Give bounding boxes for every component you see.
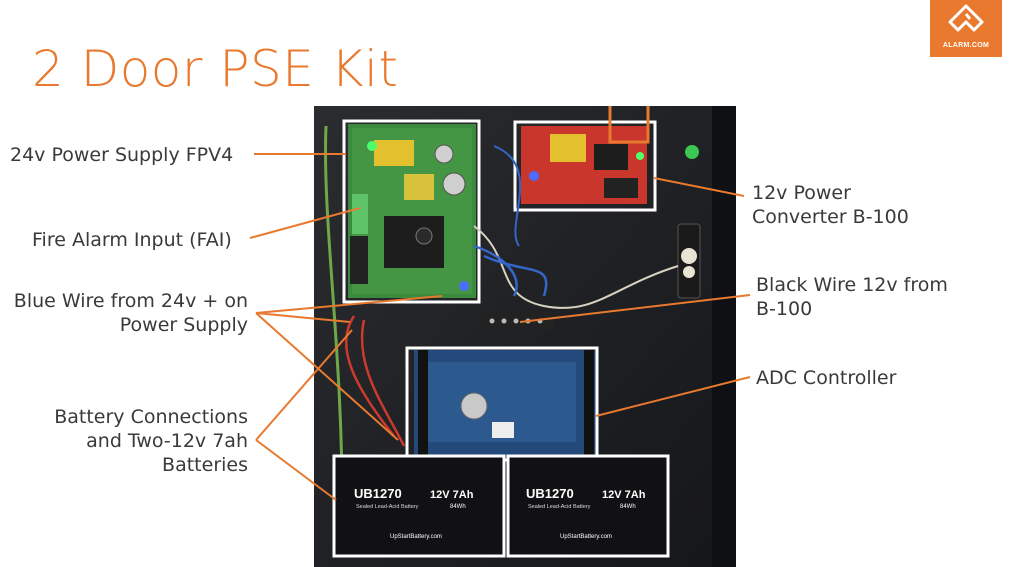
label-black-wire-line2: B-100 — [756, 298, 813, 320]
converter-terminal-highlight — [608, 106, 650, 144]
label-power-converter-line2: Converter B-100 — [752, 206, 909, 228]
label-blue-wire: Blue Wire from 24v + on Power Supply — [4, 289, 248, 337]
converter-highlight — [513, 120, 657, 212]
battery-right-wh: 84Wh — [620, 504, 636, 510]
label-fire-alarm-input: Fire Alarm Input (FAI) — [32, 229, 232, 251]
battery-right-rating: 12V 7Ah — [602, 489, 646, 501]
battery-left-type: Sealed Lead-Acid Battery — [356, 504, 419, 510]
battery-right-type: Sealed Lead-Acid Battery — [528, 504, 591, 510]
battery-left-wh: 84Wh — [450, 504, 466, 510]
power-supply-board — [348, 124, 476, 298]
label-batteries-line2: and Two-12v 7ah — [86, 430, 248, 452]
battery-right-model: UB1270 — [526, 486, 574, 501]
adc-controller-board — [414, 350, 596, 460]
label-black-wire: Black Wire 12v from B-100 — [756, 273, 948, 321]
battery-left-site: UpStartBattery.com — [390, 534, 442, 540]
label-power-converter: 12v Power Converter B-100 — [752, 181, 909, 229]
battery-left: UB1270 12V 7Ah 84Wh Sealed Lead-Acid Bat… — [332, 454, 506, 558]
label-adc-controller: ADC Controller — [756, 367, 897, 389]
label-batteries-line3: Batteries — [162, 454, 248, 476]
label-power-supply: 24v Power Supply FPV4 — [10, 144, 234, 166]
battery-right-site: UpStartBattery.com — [560, 534, 612, 540]
pse-kit-photo: UB1270 12V 7Ah 84Wh Sealed Lead-Acid Bat… — [314, 106, 736, 567]
slide-title: 2 Door PSE Kit — [32, 40, 399, 98]
power-converter-board — [521, 126, 647, 204]
battery-left-rating: 12V 7Ah — [430, 489, 474, 501]
label-power-converter-line1: 12v Power — [752, 182, 851, 204]
battery-right: UB1270 12V 7Ah 84Wh Sealed Lead-Acid Bat… — [506, 454, 670, 558]
logo-wordmark: ALARM.COM — [942, 42, 990, 49]
battery-left-model: UB1270 — [354, 486, 402, 501]
label-blue-wire-line1: Blue Wire from 24v + on — [13, 290, 248, 312]
alarm-com-logo: ALARM.COM — [930, 0, 1002, 57]
label-blue-wire-line2: Power Supply — [119, 314, 248, 336]
label-batteries: Battery Connections and Two-12v 7ah Batt… — [4, 405, 248, 477]
house-icon — [948, 4, 984, 32]
label-batteries-line1: Battery Connections — [54, 406, 248, 428]
label-black-wire-line1: Black Wire 12v from — [756, 274, 948, 296]
